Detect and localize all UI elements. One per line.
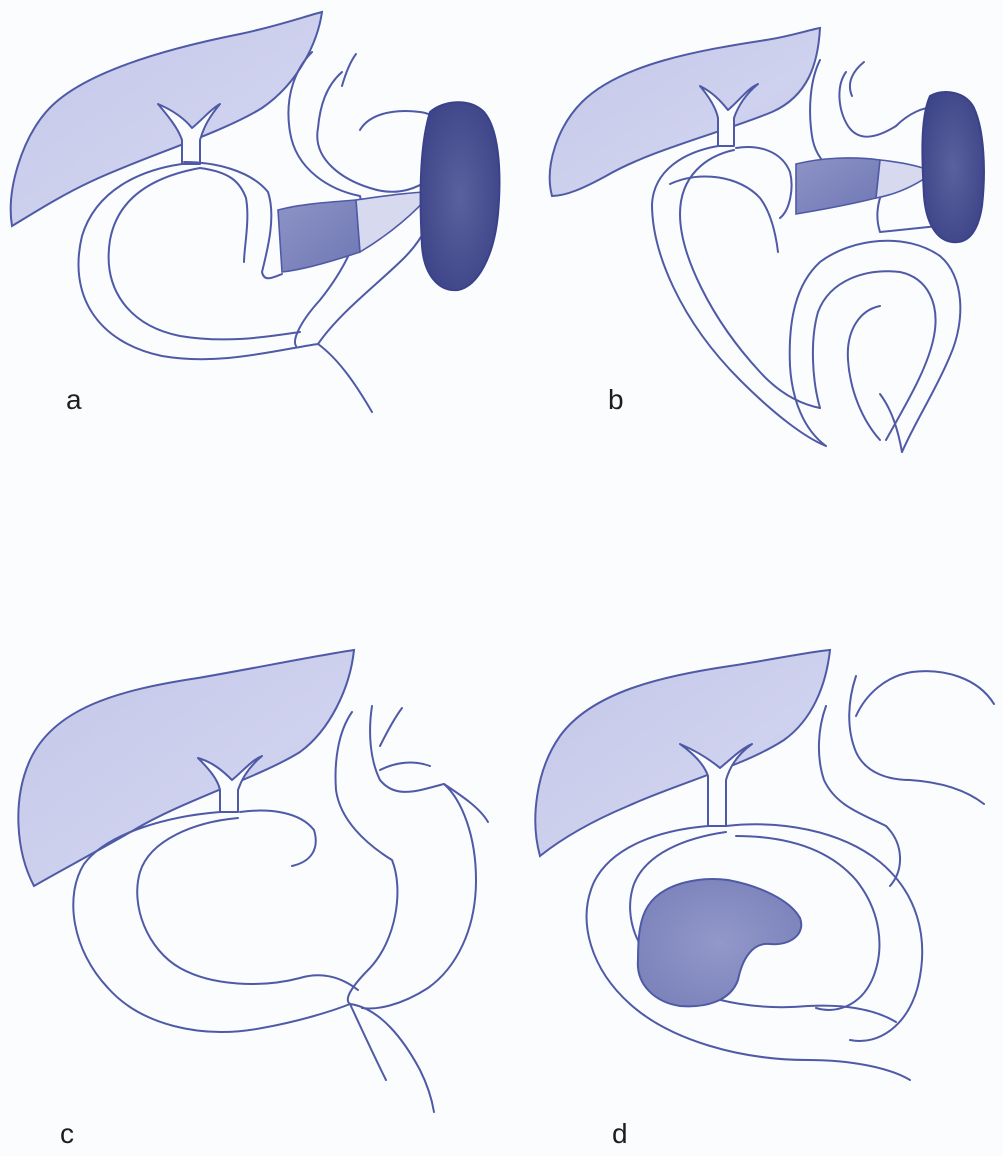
pancreas-b bbox=[796, 158, 880, 214]
panel-label-d: d bbox=[612, 1120, 628, 1148]
liver-a bbox=[11, 12, 322, 226]
panel-d bbox=[535, 650, 994, 1080]
pancreas-a bbox=[278, 200, 360, 272]
jejunum-b bbox=[790, 241, 961, 452]
liver-c bbox=[18, 650, 354, 886]
panel-label-a: a bbox=[66, 386, 82, 414]
panel-a bbox=[11, 12, 500, 412]
stomach-c bbox=[336, 706, 488, 1008]
panel-label-b: b bbox=[608, 386, 624, 414]
panel-label-c: c bbox=[60, 1120, 74, 1148]
liver-b bbox=[550, 28, 820, 196]
spleen-a bbox=[420, 102, 499, 290]
pancreatic-mass-d bbox=[638, 879, 801, 1006]
spleen-b bbox=[922, 92, 984, 242]
panel-c bbox=[18, 650, 488, 1112]
duodenum-c bbox=[73, 811, 434, 1112]
duodenum-d bbox=[587, 824, 923, 1080]
stomach-d bbox=[819, 671, 994, 886]
duodenum-a bbox=[78, 162, 372, 412]
